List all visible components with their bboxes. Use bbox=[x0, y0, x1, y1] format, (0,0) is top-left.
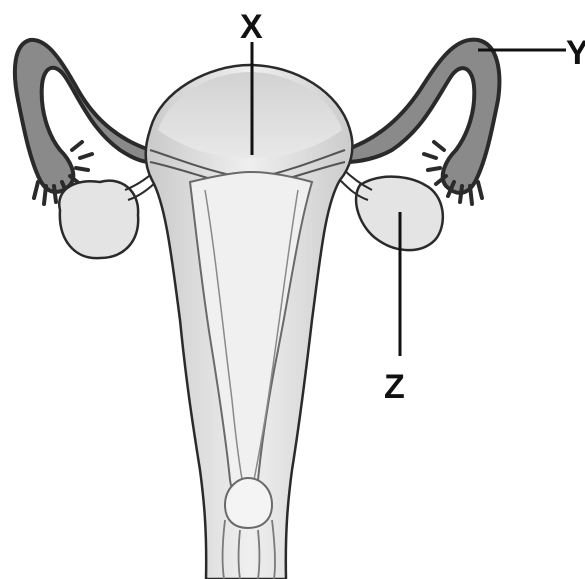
label-y: Y bbox=[566, 34, 585, 72]
label-x: X bbox=[240, 8, 263, 46]
right-fallopian-tube bbox=[345, 40, 499, 193]
left-ovary bbox=[59, 181, 138, 259]
cervix bbox=[225, 478, 272, 528]
label-z: Z bbox=[384, 368, 405, 406]
